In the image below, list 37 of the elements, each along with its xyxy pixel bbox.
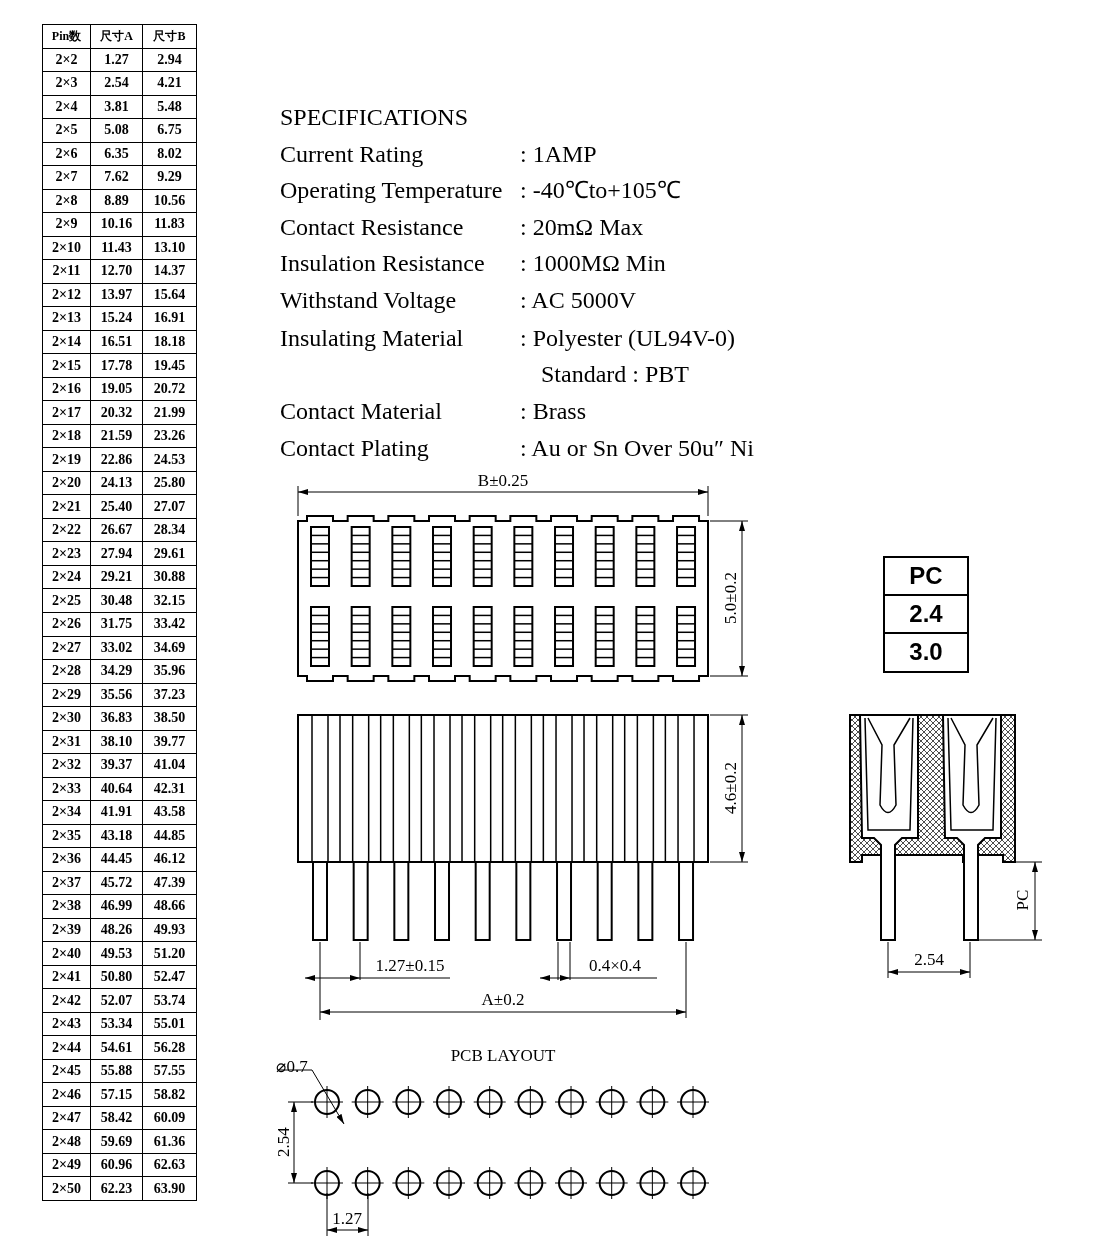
spec-value: Standard : PBT bbox=[541, 362, 689, 386]
table-value: 2.4 bbox=[909, 602, 943, 626]
spec-value: : AC 5000V bbox=[520, 288, 636, 312]
dimension-label: A±0.2 bbox=[481, 990, 525, 1008]
spec-name: Contact Resistance bbox=[280, 215, 464, 239]
spec-name: Operating Temperature bbox=[280, 178, 503, 202]
size-b-value: 63.90 bbox=[142, 1176, 197, 1201]
dimension-label: 0.4×0.4 bbox=[588, 956, 642, 974]
spec-name: Contact Plating bbox=[280, 436, 429, 460]
spec-value: : 20mΩ Max bbox=[520, 215, 644, 239]
spec-name: Insulation Resistance bbox=[280, 251, 485, 275]
spec-name: Withstand Voltage bbox=[280, 288, 457, 312]
spec-name: Current Rating bbox=[280, 142, 424, 166]
spec-value: : 1AMP bbox=[520, 142, 597, 166]
dimension-label: 4.6±0.2 bbox=[721, 762, 739, 814]
spec-name: Insulating Material bbox=[280, 326, 464, 350]
dimension-label: 5.0±0.2 bbox=[721, 572, 739, 624]
table-header: PC bbox=[909, 564, 943, 588]
section-heading: PCB LAYOUT bbox=[450, 1046, 556, 1064]
spec-value: : Au or Sn Over 50u″ Ni bbox=[520, 436, 754, 460]
dimension-label: ⌀0.7 bbox=[276, 1057, 308, 1075]
spec-value: : Brass bbox=[520, 399, 586, 423]
dimension-label: 1.27 bbox=[332, 1209, 362, 1227]
spec-value: : -40℃to+105℃ bbox=[520, 178, 681, 202]
spec-name: Contact Material bbox=[280, 399, 442, 423]
spec-value: : Polyester (UL94V-0) bbox=[520, 326, 736, 350]
spec-value: : 1000MΩ Min bbox=[520, 251, 666, 275]
column-header: 尺寸B bbox=[142, 24, 197, 49]
section-heading: SPECIFICATIONS bbox=[280, 105, 469, 129]
column-header: Pin数 bbox=[42, 24, 91, 49]
dimension-label: PC bbox=[1013, 889, 1031, 911]
pin-count: 2×50 bbox=[42, 1176, 91, 1201]
dimension-label: B±0.25 bbox=[477, 471, 529, 489]
table-value: 3.0 bbox=[909, 640, 943, 664]
dimension-label: 2.54 bbox=[274, 1127, 292, 1157]
dimension-label: 2.54 bbox=[914, 950, 944, 968]
dimension-label: 1.27±0.15 bbox=[375, 956, 445, 974]
